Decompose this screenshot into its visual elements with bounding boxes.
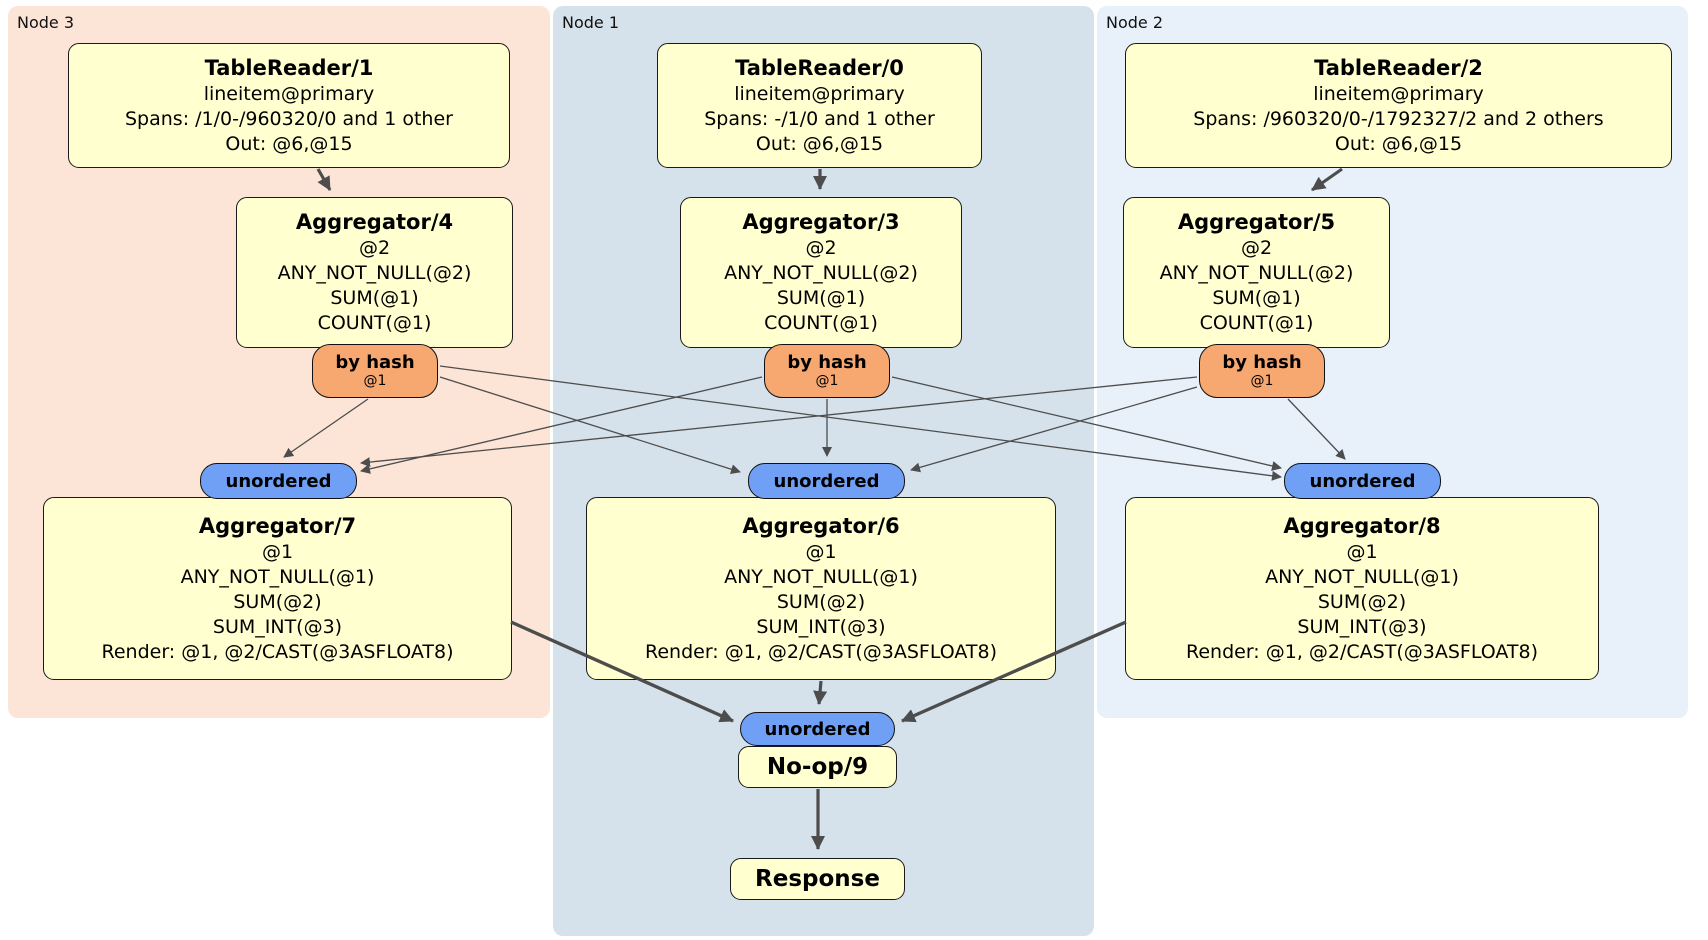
- op-title: Response: [755, 865, 880, 892]
- router-hash-column: @1: [363, 373, 387, 389]
- router-label: by hash: [1222, 352, 1302, 373]
- op-detail: @2: [1240, 237, 1273, 259]
- sync-label: unordered: [1309, 470, 1416, 492]
- op-title: TableReader/0: [735, 55, 904, 80]
- op-aggregator-8: Aggregator/8 @1 ANY_NOT_NULL(@1) SUM(@2)…: [1125, 497, 1599, 680]
- sync-unordered-final: unordered: [740, 712, 895, 746]
- op-detail: SUM_INT(@3): [756, 615, 886, 638]
- op-detail: SUM(@1): [330, 287, 419, 309]
- op-detail: COUNT(@1): [764, 312, 878, 334]
- op-detail: ANY_NOT_NULL(@2): [277, 262, 472, 284]
- router-hash-column: @1: [815, 373, 839, 389]
- router-by-hash-node3: by hash @1: [312, 344, 438, 398]
- sync-label: unordered: [764, 718, 871, 740]
- op-detail-index: lineitem@primary: [203, 82, 375, 105]
- op-aggregator-5: Aggregator/5 @2 ANY_NOT_NULL(@2) SUM(@1)…: [1123, 197, 1390, 348]
- op-title: Aggregator/6: [742, 513, 900, 538]
- op-detail-index: lineitem@primary: [1313, 82, 1484, 105]
- op-title: Aggregator/7: [198, 513, 357, 538]
- op-detail: @1: [261, 540, 294, 563]
- op-detail: ANY_NOT_NULL(@1): [1265, 565, 1459, 588]
- sync-unordered-node1: unordered: [748, 463, 905, 499]
- op-detail: SUM(@2): [233, 590, 322, 613]
- op-detail: ANY_NOT_NULL(@1): [180, 565, 375, 588]
- op-tablereader-0: TableReader/0 lineitem@primary Spans: -/…: [657, 43, 982, 168]
- op-title: No-op/9: [766, 753, 869, 780]
- op-aggregator-6: Aggregator/6 @1 ANY_NOT_NULL(@1) SUM(@2)…: [586, 497, 1056, 680]
- op-title: Aggregator/5: [1177, 210, 1336, 234]
- op-title: Aggregator/4: [295, 210, 454, 234]
- op-aggregator-4: Aggregator/4 @2 ANY_NOT_NULL(@2) SUM(@1)…: [236, 197, 513, 348]
- region-node1-label: Node 1: [562, 13, 620, 32]
- router-hash-column: @1: [1250, 373, 1274, 389]
- sync-unordered-node2: unordered: [1284, 463, 1441, 499]
- op-tablereader-2: TableReader/2 lineitem@primary Spans: /9…: [1125, 43, 1672, 168]
- op-title: Aggregator/3: [742, 210, 900, 234]
- op-title: TableReader/2: [1314, 55, 1483, 80]
- op-tablereader-1: TableReader/1 lineitem@primary Spans: /1…: [68, 43, 510, 168]
- op-detail: SUM(@2): [1317, 590, 1407, 613]
- op-detail: ANY_NOT_NULL(@1): [724, 565, 918, 588]
- op-detail-spans: Spans: /960320/0-/1792327/2 and 2 others: [1193, 107, 1604, 130]
- op-detail-out: Out: @6,@15: [225, 132, 353, 155]
- sync-label: unordered: [225, 470, 332, 492]
- op-detail: SUM(@1): [1212, 287, 1301, 309]
- op-detail: Render: @1, @2/CAST(@3ASFLOAT8): [1186, 640, 1538, 663]
- router-label: by hash: [787, 352, 867, 373]
- op-detail: SUM_INT(@3): [212, 615, 343, 638]
- router-by-hash-node1: by hash @1: [764, 344, 890, 398]
- op-title: TableReader/1: [204, 55, 374, 80]
- router-label: by hash: [335, 352, 415, 373]
- op-detail-spans: Spans: /1/0-/960320/0 and 1 other: [125, 107, 453, 130]
- op-detail: @1: [1346, 540, 1378, 563]
- op-detail: @2: [805, 237, 837, 259]
- op-detail: ANY_NOT_NULL(@2): [724, 262, 918, 284]
- op-detail: COUNT(@1): [317, 312, 432, 334]
- op-detail-out: Out: @6,@15: [755, 132, 884, 155]
- op-aggregator-3: Aggregator/3 @2 ANY_NOT_NULL(@2) SUM(@1)…: [680, 197, 962, 348]
- region-node3-label: Node 3: [17, 13, 75, 32]
- op-detail: SUM(@1): [776, 287, 866, 309]
- op-title: Aggregator/8: [1283, 513, 1441, 538]
- op-detail: COUNT(@1): [1199, 312, 1314, 334]
- op-detail-index: lineitem@primary: [734, 82, 905, 105]
- op-noop-9: No-op/9: [738, 746, 897, 788]
- op-detail: SUM_INT(@3): [1297, 615, 1427, 638]
- op-detail: @2: [358, 237, 391, 259]
- op-detail-out: Out: @6,@15: [1334, 132, 1463, 155]
- sync-unordered-node3: unordered: [200, 463, 357, 499]
- sync-label: unordered: [773, 470, 880, 492]
- op-detail: SUM(@2): [776, 590, 866, 613]
- op-detail: Render: @1, @2/CAST(@3ASFLOAT8): [645, 640, 997, 663]
- router-by-hash-node2: by hash @1: [1199, 344, 1325, 398]
- op-detail: ANY_NOT_NULL(@2): [1159, 262, 1354, 284]
- op-response: Response: [730, 858, 905, 900]
- region-node2-label: Node 2: [1106, 13, 1164, 32]
- op-detail: Render: @1, @2/CAST(@3ASFLOAT8): [101, 640, 454, 663]
- op-aggregator-7: Aggregator/7 @1 ANY_NOT_NULL(@1) SUM(@2)…: [43, 497, 512, 680]
- op-detail-spans: Spans: -/1/0 and 1 other: [704, 107, 935, 130]
- op-detail: @1: [805, 540, 837, 563]
